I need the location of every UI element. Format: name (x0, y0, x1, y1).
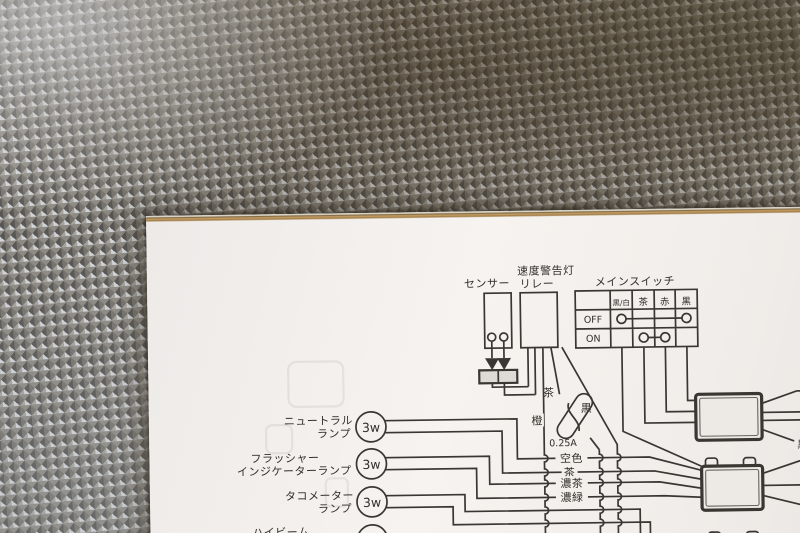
lamp-circle (356, 486, 388, 518)
wire-color-labels: 空色 茶 濃茶 濃緑 (555, 449, 589, 504)
fuse-rating: 0.25A (549, 438, 577, 449)
sensor-component: センサー (464, 277, 536, 396)
connector-body (693, 391, 764, 442)
wire-connector-lower-out (762, 459, 800, 506)
wire-black-right-label: 黒 (797, 439, 800, 451)
wire-tacho-top (385, 493, 642, 533)
fuse-capsule (556, 392, 594, 440)
wiring-diagram-page: センサー 速度警告灯 リレー (146, 206, 800, 533)
page-showthrough (264, 360, 350, 508)
wire-dark-brown-label: 濃茶 (560, 476, 583, 490)
relay-box (519, 291, 559, 349)
lamp-circle (355, 411, 387, 443)
switch-table (574, 288, 699, 349)
relay-label-1: 速度警告灯 (517, 263, 575, 278)
vertical-wires: 橙 (531, 346, 623, 533)
lamp-wattage: 3w (362, 420, 380, 435)
lamp-wattage: 3w (363, 495, 381, 510)
wire-fuse-out (598, 449, 605, 533)
connector-lower (699, 456, 800, 512)
wire-tacho-bottom (386, 505, 652, 533)
lamp-label: タコメーター (285, 489, 354, 503)
fuse: 茶 黒 0.25A (543, 386, 600, 451)
wiring-diagram: センサー 速度警告灯 リレー (237, 263, 800, 533)
lamp-circle (356, 524, 389, 533)
lamp-tachometer: タコメーター ランプ 3w (285, 486, 652, 533)
col-header-3: 黒 (681, 296, 691, 307)
fuse-wire-out-label: 黒 (581, 402, 593, 415)
wire-sky-blue (384, 417, 702, 472)
lamp-circle (355, 448, 388, 480)
connector-upper: 黒 (693, 389, 800, 451)
lamp-highbeam: ハイビーム (252, 524, 389, 533)
wire-brown-label: 茶 (564, 466, 576, 479)
diode-symbols (485, 357, 512, 371)
connector-tabs (707, 530, 760, 533)
row-label-on: ON (586, 334, 601, 345)
wire-dark-brown (385, 455, 702, 490)
speed-warning-relay: 速度警告灯 リレー (517, 263, 575, 395)
row-label-off: OFF (584, 315, 603, 326)
lamp-wattage: 3w (362, 457, 380, 472)
lamp-label: ランプ (318, 502, 352, 515)
col-header-0: 黒/白 (612, 297, 630, 307)
lamp-label: フラッシャー (250, 452, 319, 466)
lamp-neutral: ニュートラル ランプ 3w (284, 411, 702, 481)
wire-switch-col1 (621, 347, 702, 468)
lamp-label: ニュートラル (284, 414, 353, 428)
main-switch: メインスイッチ 黒/白 茶 赤 黒 OFF ON (574, 275, 702, 468)
lamp-label: ランプ (317, 427, 351, 440)
wire-dark-green-label: 濃緑 (560, 490, 583, 504)
wire-brown (385, 430, 702, 481)
wire-sky-blue-label: 空色 (560, 451, 583, 465)
wire-orange-label: 橙 (531, 413, 543, 427)
sensor-box (483, 292, 513, 350)
relay-label-2: リレー (520, 277, 555, 290)
connector-bottom-partial (707, 530, 760, 533)
wire-black-diagonal (561, 346, 623, 533)
wire-fuse-in (550, 347, 561, 395)
wire-dark-green (385, 467, 703, 500)
sensor-label: センサー (464, 277, 510, 291)
fuse-wire-in-label: 茶 (543, 386, 555, 399)
lamp-flasher: フラッシャー インジケーターランプ 3w (237, 448, 703, 500)
wire-sensor-out (491, 383, 536, 396)
lamp-label: インジケーターランプ (237, 464, 352, 479)
wire-orange (542, 347, 550, 533)
connector-body (699, 463, 765, 512)
wire-connector-upper-out (761, 389, 800, 442)
connector-tabs (704, 456, 757, 467)
wire-switch-columns (643, 346, 696, 424)
col-header-1: 茶 (638, 296, 648, 308)
main-switch-label: メインスイッチ (595, 275, 675, 289)
lamp-label: ハイビーム (252, 526, 309, 533)
col-header-2: 赤 (660, 297, 670, 308)
